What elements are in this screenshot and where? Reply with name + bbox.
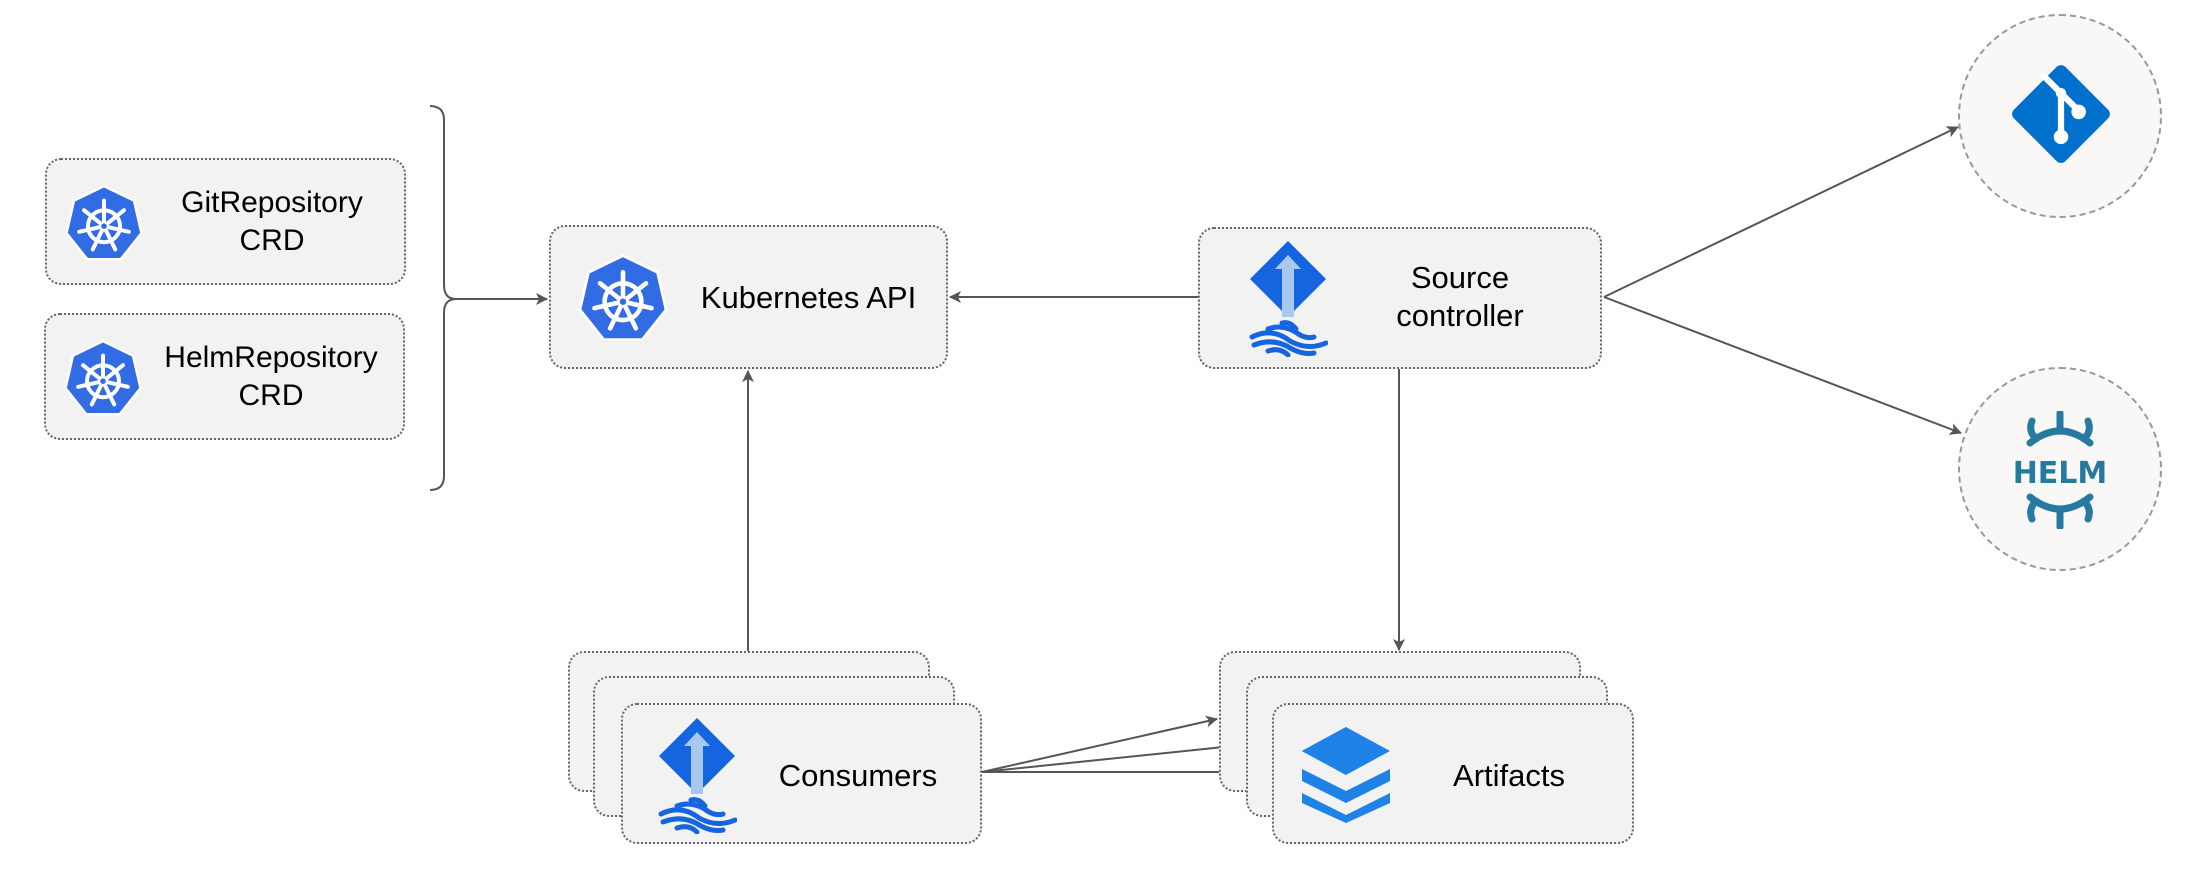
edge-source-to-git	[1603, 126, 1959, 298]
git-icon	[2012, 65, 2110, 163]
helm-repository-source[interactable]: HELM	[1958, 367, 2162, 571]
edge-consumers-to-artifact-2	[981, 740, 1244, 773]
crd-brace	[429, 105, 457, 491]
consumers-label: Consumers	[778, 758, 938, 793]
edge-source-to-helm	[1603, 296, 1962, 435]
helm-logo-text: HELM	[2013, 456, 2108, 491]
git-repository-crd-sublabel: CRD	[239, 224, 305, 257]
kubernetes-icon	[578, 254, 668, 342]
artifacts-node[interactable]: Artifacts	[1272, 703, 1634, 844]
git-repository-crd-node[interactable]: GitRepository CRD	[45, 158, 406, 285]
artifacts-label: Artifacts	[1453, 758, 1565, 793]
helm-repository-crd-label: HelmRepository	[164, 341, 378, 374]
consumers-node[interactable]: Consumers	[621, 703, 982, 844]
source-controller-node[interactable]: Source controller	[1198, 227, 1602, 369]
kubernetes-icon	[64, 339, 142, 416]
kubernetes-api-node[interactable]: Kubernetes API	[549, 225, 948, 369]
helm-icon: HELM	[2013, 411, 2108, 529]
helm-repository-crd-sublabel: CRD	[238, 379, 304, 412]
helm-repository-crd-node[interactable]: HelmRepository CRD	[44, 313, 405, 440]
kubernetes-icon	[65, 184, 143, 261]
source-controller-sublabel: controller	[1396, 298, 1524, 333]
edge-consumers-to-artifact-1	[981, 715, 1218, 773]
git-repository-crd-label: GitRepository	[181, 186, 363, 219]
layers-icon	[1301, 727, 1390, 823]
kubernetes-api-label: Kubernetes API	[700, 280, 917, 315]
source-controller-label: Source	[1410, 260, 1510, 295]
git-repository-source[interactable]	[1958, 14, 2162, 218]
flux-icon	[1249, 241, 1328, 357]
flux-icon	[658, 718, 737, 834]
